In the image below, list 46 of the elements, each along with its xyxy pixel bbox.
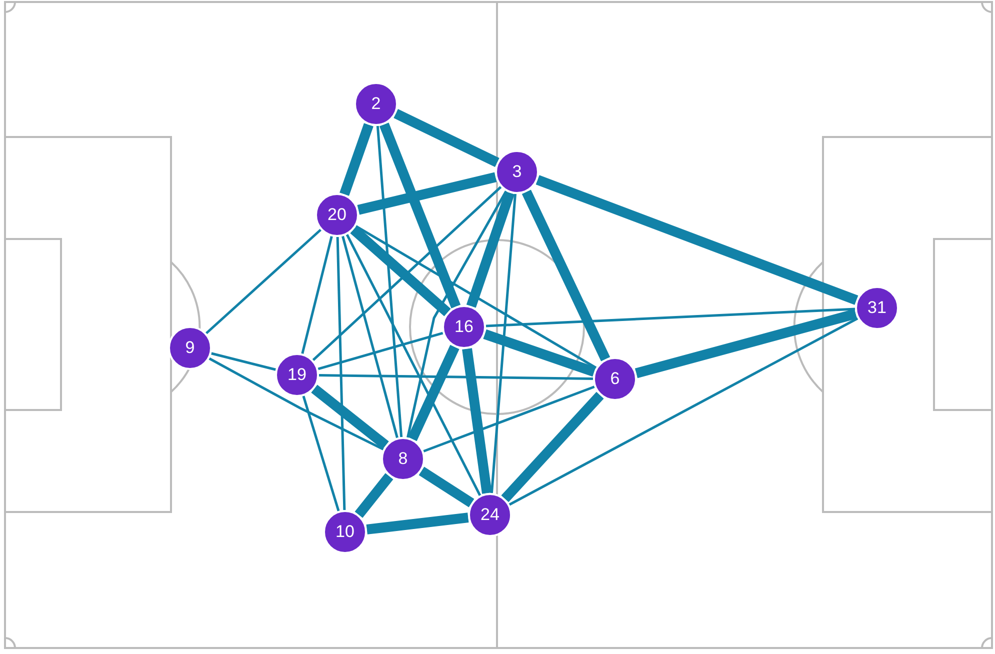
player-node: 8	[381, 437, 425, 481]
player-node: 10	[323, 510, 367, 554]
pass-line	[311, 384, 389, 450]
pass-line	[318, 374, 594, 380]
player-node: 6	[593, 357, 637, 401]
pass-line	[205, 228, 322, 334]
pass-line	[379, 122, 461, 308]
player-node: 3	[495, 150, 539, 194]
pass-line	[211, 352, 276, 371]
player-node: 20	[315, 193, 359, 237]
pass-line	[423, 386, 595, 452]
player-node: 24	[468, 493, 512, 537]
pass-line	[346, 234, 482, 496]
pass-line	[355, 225, 597, 369]
pass-line	[536, 175, 858, 305]
pass-line	[490, 194, 517, 494]
pass-line	[462, 348, 492, 494]
pass-line	[508, 317, 858, 506]
pass-line	[394, 109, 500, 167]
pass-line	[486, 308, 856, 328]
pass-line	[408, 344, 460, 442]
pass-line	[318, 332, 444, 370]
pass-line	[406, 190, 508, 438]
pass-line	[366, 512, 469, 534]
player-node: 16	[442, 305, 486, 349]
pass-line	[340, 123, 374, 196]
pass-line	[357, 172, 497, 215]
pass-line	[312, 186, 502, 361]
pass-line	[634, 308, 858, 378]
pass-line	[418, 466, 474, 508]
player-node: 19	[275, 353, 319, 397]
pass-line	[350, 226, 451, 316]
pass-line	[302, 396, 340, 512]
pass-line	[483, 329, 596, 377]
pass-line	[501, 392, 604, 502]
player-node: 2	[354, 82, 398, 126]
pass-line	[522, 190, 610, 362]
player-node: 31	[855, 286, 899, 330]
pass-line	[466, 191, 515, 308]
pass-line	[342, 236, 398, 438]
pass-line	[301, 236, 333, 354]
pass-line	[354, 473, 394, 518]
player-node: 9	[168, 326, 212, 370]
pass-line	[336, 236, 346, 510]
pass-line	[208, 357, 384, 450]
pass-line	[376, 126, 403, 438]
